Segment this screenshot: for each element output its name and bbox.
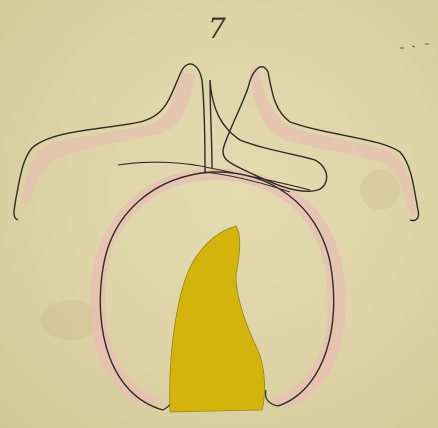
yellow-core <box>170 226 265 412</box>
paper-speck <box>400 44 429 48</box>
